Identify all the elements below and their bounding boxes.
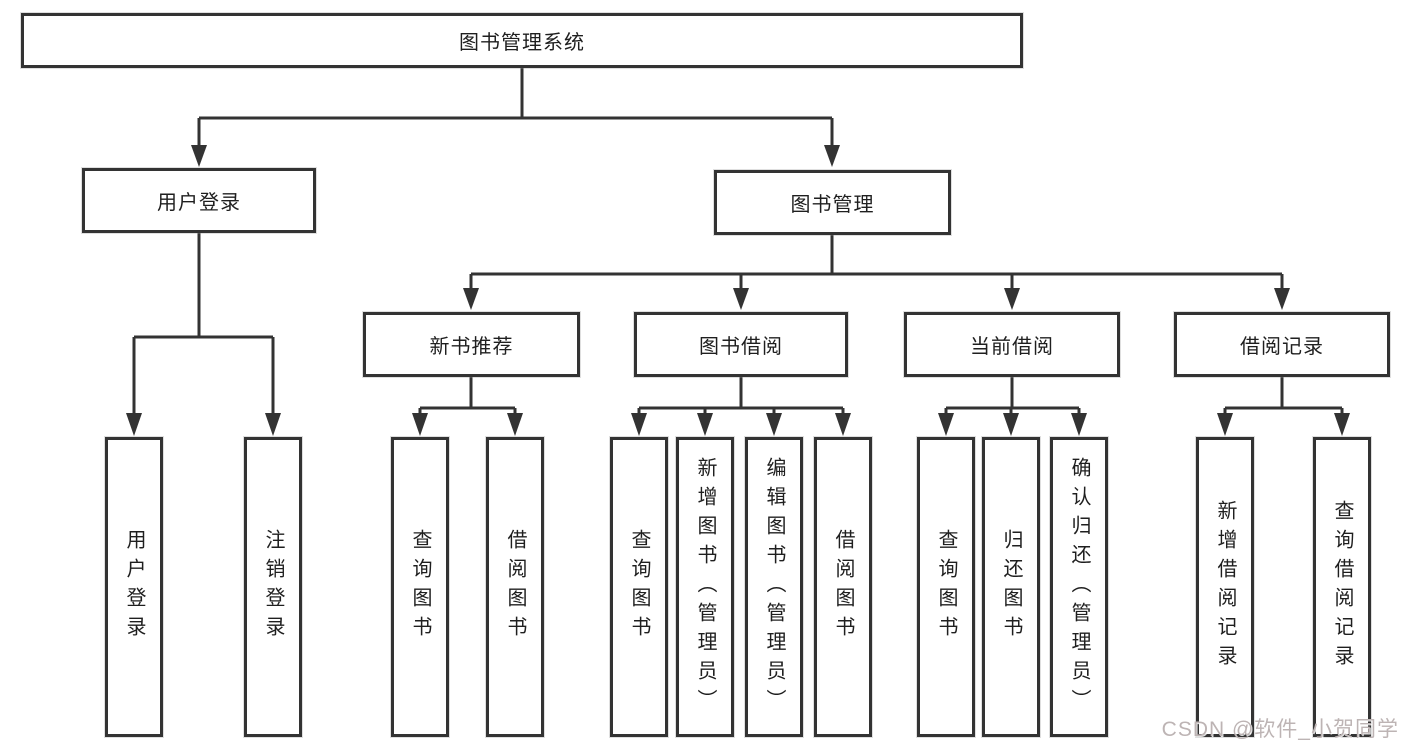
arrowhead-leaf-b2 bbox=[507, 413, 523, 436]
leaf-newbook-borrow-book: 借阅图书 bbox=[486, 437, 544, 737]
connector-book-borrow-branch bbox=[637, 377, 845, 414]
leaf-add-borrow-record: 新增借阅记录 bbox=[1196, 437, 1254, 737]
arrowhead-leaf-a1 bbox=[126, 413, 142, 436]
node-label: 当前借阅 bbox=[970, 336, 1054, 358]
leaf-label: 确认归还（管理员） bbox=[1068, 456, 1090, 718]
arrowhead-leaf-c3 bbox=[766, 413, 782, 436]
arrowhead-current-borrow bbox=[1004, 288, 1020, 310]
node-book-management: 图书管理 bbox=[714, 170, 951, 235]
leaf-add-book-admin: 新增图书（管理员） bbox=[676, 437, 734, 737]
node-label: 图书借阅 bbox=[699, 336, 783, 358]
arrowhead-leaf-c1 bbox=[631, 413, 647, 436]
arrowhead-leaf-d1 bbox=[938, 413, 954, 436]
node-borrow-record: 借阅记录 bbox=[1174, 312, 1390, 377]
leaf-edit-book-admin: 编辑图书（管理员） bbox=[745, 437, 803, 737]
leaf-query-borrow-record: 查询借阅记录 bbox=[1313, 437, 1371, 737]
node-label: 新书推荐 bbox=[429, 336, 514, 358]
arrowhead-new-book bbox=[463, 288, 479, 310]
node-user-login: 用户登录 bbox=[82, 168, 316, 233]
connector-user-login-branch bbox=[132, 233, 275, 415]
leaf-label: 用户登录 bbox=[123, 529, 145, 645]
leaf-current-query-book: 查询图书 bbox=[917, 437, 975, 737]
leaf-label: 查询图书 bbox=[935, 529, 957, 645]
leaf-label: 借阅图书 bbox=[832, 529, 854, 645]
connector-book-mgmt-branch bbox=[469, 235, 1284, 290]
leaf-logout: 注销登录 bbox=[244, 437, 302, 737]
connector-root-branch bbox=[197, 68, 834, 147]
arrowhead-book-borrow bbox=[733, 288, 749, 310]
leaf-newbook-query-book: 查询图书 bbox=[391, 437, 449, 737]
leaf-borrow-book: 借阅图书 bbox=[814, 437, 872, 737]
connector-current-borrow-branch bbox=[944, 377, 1081, 414]
arrowhead-leaf-d3 bbox=[1071, 413, 1087, 436]
arrowhead-leaf-c4 bbox=[835, 413, 851, 436]
node-label: 图书管理 bbox=[790, 194, 875, 216]
node-label: 图书管理系统 bbox=[459, 32, 585, 54]
leaf-user-login: 用户登录 bbox=[105, 437, 163, 737]
leaf-label: 新增借阅记录 bbox=[1214, 500, 1236, 674]
leaf-label: 注销登录 bbox=[262, 529, 284, 645]
arrowhead-leaf-a2 bbox=[265, 413, 281, 436]
arrowhead-leaf-b1 bbox=[412, 413, 428, 436]
node-system-root: 图书管理系统 bbox=[21, 13, 1023, 68]
leaf-label: 查询图书 bbox=[628, 529, 650, 645]
node-label: 借阅记录 bbox=[1240, 336, 1324, 358]
arrowhead-book-mgmt bbox=[824, 145, 840, 167]
connector-new-book-branch bbox=[418, 377, 517, 414]
leaf-borrow-query-book: 查询图书 bbox=[610, 437, 668, 737]
arrowhead-borrow-record bbox=[1274, 288, 1290, 310]
node-new-book-recommend: 新书推荐 bbox=[363, 312, 580, 377]
node-label: 用户登录 bbox=[157, 192, 241, 214]
arrowhead-leaf-c2 bbox=[697, 413, 713, 436]
arrowhead-user-login bbox=[191, 145, 207, 167]
arrowhead-leaf-d2 bbox=[1003, 413, 1019, 436]
leaf-label: 编辑图书（管理员） bbox=[763, 456, 785, 718]
arrowhead-leaf-e1 bbox=[1217, 413, 1233, 436]
leaf-label: 归还图书 bbox=[1000, 529, 1022, 645]
leaf-return-book: 归还图书 bbox=[982, 437, 1040, 737]
node-book-borrow: 图书借阅 bbox=[634, 312, 848, 377]
leaf-label: 新增图书（管理员） bbox=[694, 456, 716, 718]
leaf-label: 查询借阅记录 bbox=[1331, 500, 1353, 674]
leaf-label: 借阅图书 bbox=[504, 529, 526, 645]
arrowhead-leaf-e2 bbox=[1334, 413, 1350, 436]
node-current-borrow: 当前借阅 bbox=[904, 312, 1120, 377]
leaf-confirm-return-admin: 确认归还（管理员） bbox=[1050, 437, 1108, 737]
connector-borrow-record-branch bbox=[1223, 377, 1344, 414]
leaf-label: 查询图书 bbox=[409, 529, 431, 645]
